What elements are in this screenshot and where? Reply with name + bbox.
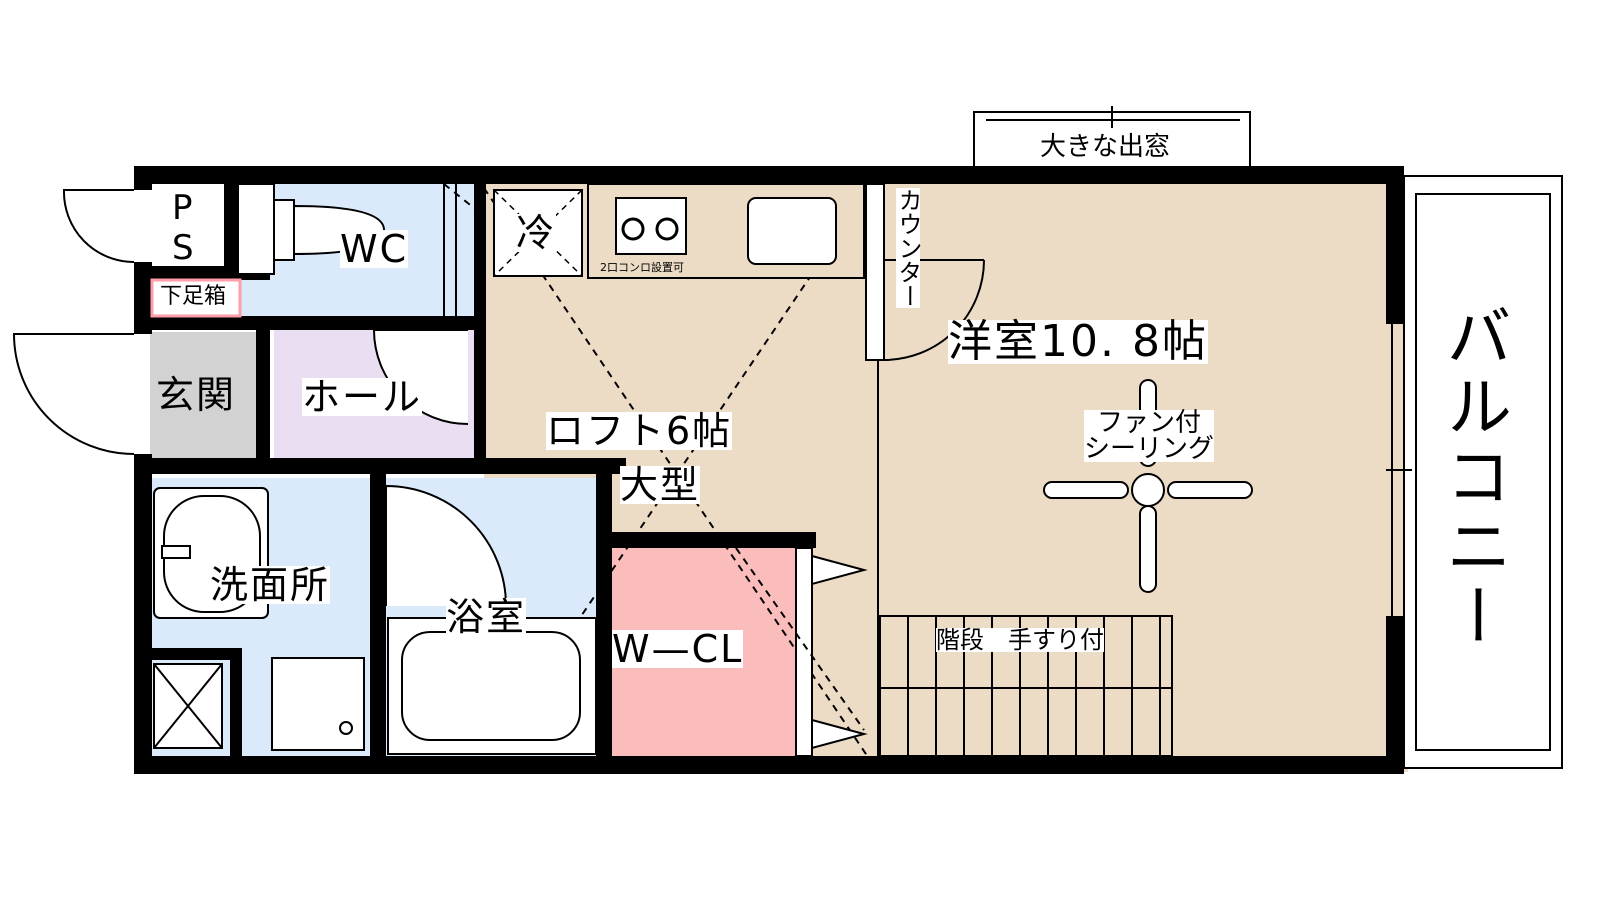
ceiling-fan-label: ファン付 シーリング: [1084, 408, 1215, 464]
counter-bar: [865, 183, 885, 361]
loft-size-label: 大型: [620, 463, 701, 507]
shoe-box-label: 下足箱: [160, 284, 227, 309]
counter-label: カウンター: [894, 188, 922, 308]
hall-label: ホール: [302, 375, 423, 419]
balcony-label: バルコニー: [1435, 302, 1512, 652]
ps-label: PS: [172, 188, 196, 268]
wcl-label: W—CL: [612, 627, 744, 671]
loft-label: ロフト6帖: [546, 409, 733, 453]
entrance-label: 玄関: [156, 373, 237, 417]
entrance-floor: [150, 332, 258, 464]
fridge-label: 冷: [516, 211, 557, 255]
bathtub: [387, 617, 597, 755]
wc-label: WC: [340, 227, 409, 271]
washroom-label: 洗面所: [210, 563, 331, 607]
bath-label: 浴室: [446, 595, 527, 639]
window-label: 大きな出窓: [1040, 132, 1171, 162]
stairs-label: 階段 手すり付: [936, 626, 1104, 654]
western-room-label: 洋室10. 8帖: [948, 316, 1208, 367]
stove-label: 2口コンロ設置可: [600, 261, 684, 274]
